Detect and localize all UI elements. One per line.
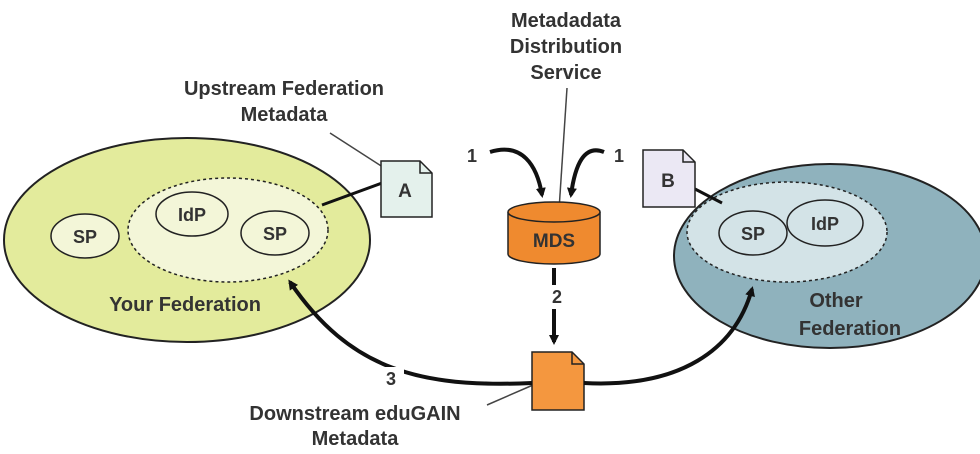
- step-2-bg: [546, 285, 568, 309]
- upstream-pointer-line: [329, 132, 390, 172]
- doc-b-label: B: [661, 171, 675, 192]
- your-federation-sp-outer: [50, 213, 120, 259]
- your-federation-sp-outer-label: SP: [73, 227, 97, 247]
- downstream-doc-icon: [531, 351, 585, 411]
- arrow-3-right: [583, 286, 755, 386]
- arrow-1-left: [489, 147, 546, 198]
- other-federation-label-line2: Federation: [799, 318, 901, 340]
- mds-cylinder-top: [507, 201, 601, 223]
- your-federation-idp-label: IdP: [178, 205, 206, 225]
- step-2-label: 2: [552, 287, 562, 307]
- mds-label: MDS: [533, 231, 575, 252]
- other-federation-sp-label: SP: [741, 224, 765, 244]
- downstream-title-line2: Metadata: [312, 428, 400, 450]
- upstream-title-line1: Upstream Federation: [184, 78, 384, 100]
- arrow-1-right: [566, 148, 605, 198]
- downstream-pointer-line: [486, 384, 534, 406]
- doc-a-label: A: [398, 181, 412, 202]
- step-3-label: 3: [386, 369, 396, 389]
- your-federation-label: Your Federation: [109, 294, 261, 316]
- mds-title-line1: Metadadata: [511, 10, 622, 32]
- other-federation-idp: [786, 199, 864, 247]
- doc-b-icon: [642, 149, 696, 208]
- step-3-bg: [378, 367, 404, 391]
- mds-title-line3: Service: [530, 62, 601, 84]
- your-federation-sp-inner-label: SP: [263, 224, 287, 244]
- step-1-left-bg: [461, 145, 483, 167]
- downstream-title-line1: Downstream eduGAIN: [249, 403, 460, 425]
- doc-a-icon: [380, 160, 433, 218]
- other-federation-label-line1: Other: [809, 290, 863, 312]
- other-federation-idp-label: IdP: [811, 214, 839, 234]
- step-1-right-bg: [608, 145, 630, 167]
- upstream-title-line2: Metadata: [241, 104, 329, 126]
- doc-a-connector: [321, 181, 383, 207]
- doc-a-fold: [419, 161, 432, 174]
- mds-cylinder-body: [507, 212, 601, 265]
- doc-b-connector: [694, 187, 723, 205]
- mds-title-line2: Distribution: [510, 36, 622, 58]
- other-federation-sp: [718, 210, 788, 256]
- step-1-right-label: 1: [614, 146, 624, 166]
- step-1-left-label: 1: [467, 146, 477, 166]
- your-federation-sp-inner: [240, 210, 310, 256]
- downstream-doc-fold: [571, 352, 584, 365]
- mds-pointer-line: [558, 87, 568, 211]
- your-federation-idp: [155, 191, 229, 237]
- doc-b-fold: [682, 150, 695, 163]
